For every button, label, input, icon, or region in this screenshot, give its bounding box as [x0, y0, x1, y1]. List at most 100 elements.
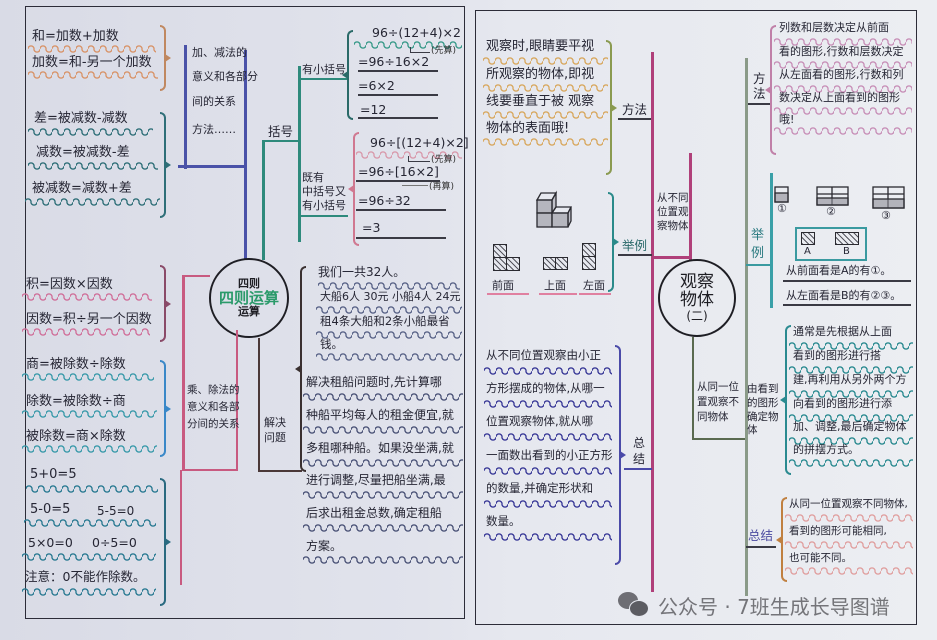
center-title-main: 物体: [680, 290, 714, 311]
step-underline: [358, 94, 438, 96]
determine-line: 建,再利用从另外两个方: [793, 373, 907, 386]
wavy-underline: [316, 331, 462, 339]
branch-line-mul-div: [182, 469, 238, 471]
calc-step: =3: [362, 220, 381, 235]
figure-label: ②: [826, 205, 836, 218]
example-line: 租4条大船和2条小船最省: [320, 314, 450, 328]
example-label: 举: [751, 228, 765, 243]
wavy-underline: [789, 366, 913, 374]
central-topic-observe-objects: 观察 物体 (二): [658, 259, 736, 337]
branch-line-brackets: [262, 140, 265, 260]
view-label-b: B: [843, 246, 850, 257]
determine-label: 由看到: [747, 383, 779, 395]
wavy-underline: [22, 445, 157, 453]
example-line: 从左面看是B的有②③。: [786, 289, 902, 302]
zero-rule: 5×0=0: [28, 535, 73, 550]
annotation-connector: [410, 47, 411, 53]
branch-line-brackets: [298, 66, 301, 242]
wavy-underline: [789, 459, 913, 467]
brace-zero-rules: [160, 478, 171, 606]
view-label-a: A: [804, 246, 811, 257]
subtraction-formula: 差=被减数-减数: [34, 111, 128, 126]
label-underline: [624, 468, 652, 470]
method-line: 解决租船问题时,先计算哪: [306, 375, 442, 389]
zero-rule: 5-0=5: [30, 502, 71, 517]
wavy-underline: [483, 84, 608, 92]
determine-label: 确定物: [747, 411, 779, 423]
zero-divisor-note: 注意：0不能作除数。: [25, 569, 146, 584]
wavy-underline: [303, 556, 463, 564]
step-underline: [358, 117, 438, 119]
problem-solving-label: 解决: [264, 416, 286, 429]
watermark-text: 公众号 · 7班生成长导图谱: [658, 595, 890, 619]
method-line: 方案。: [306, 539, 343, 553]
label-underline: [618, 118, 652, 120]
summary-line: 看到的图形可能相同,: [789, 525, 887, 537]
center-title-top: 四则: [238, 276, 260, 290]
method-line: 进行调整,尽量把船坐满,最: [306, 473, 446, 487]
branch-line-zero-rules: [180, 470, 182, 585]
brace-summary: [776, 497, 787, 582]
figure-one-icon: [774, 186, 789, 203]
method-line: 多租哪种船。如果没坐满,就: [306, 441, 454, 455]
example-line: 大船6人 30元 小船4人 24元: [320, 290, 461, 303]
same-position-label: 从同一位: [697, 381, 739, 393]
wavy-underline: [789, 390, 913, 398]
method-label: 方: [753, 71, 766, 86]
method-line: 线要垂直于被 观察: [486, 94, 595, 109]
wavy-underline: [22, 410, 157, 418]
calc-step: =96÷16×2: [358, 54, 430, 69]
wavy-underline: [484, 367, 612, 375]
branch-line-brackets: [262, 140, 299, 142]
summary-line: 从不同位置观察由小正: [486, 348, 601, 362]
wavy-underline: [483, 138, 608, 146]
branch-line-different-positions: [651, 52, 654, 592]
determine-line: 加、调整,最后确定物体: [793, 420, 907, 433]
view-label-front: 前面: [492, 279, 514, 292]
step-underline: [356, 209, 446, 211]
brace-parentheses: [342, 30, 353, 120]
method-line: 物体的表面哦!: [486, 121, 570, 136]
label-underline: [618, 254, 652, 256]
mixed-brackets-label: 有小括号: [302, 199, 346, 212]
add-sub-label: 方法……: [192, 123, 236, 136]
right-page-frame: [475, 10, 917, 625]
center-title-top: 观察: [680, 271, 714, 292]
view-label-top: 上面: [544, 279, 566, 292]
mul-div-label: 意义和各部: [187, 401, 240, 413]
wavy-underline: [483, 57, 608, 65]
annotation-connector: [408, 156, 409, 162]
zero-rule: 5-5=0: [97, 504, 135, 518]
brace-problem-solving: [295, 266, 306, 472]
parentheses-label: 有小括号: [302, 63, 346, 76]
wavy-underline: [318, 282, 460, 290]
wavy-underline: [774, 85, 912, 93]
branch-line-mul-div: [182, 275, 185, 471]
wavy-underline: [303, 393, 463, 401]
summary-label: 结: [633, 452, 646, 466]
branch-line-same-position: [745, 58, 748, 596]
wavy-underline: [354, 41, 462, 49]
wavy-underline: [789, 437, 913, 445]
central-topic-four-operations: 四则 四则运算 运算: [209, 258, 289, 338]
wavy-underline: [28, 71, 158, 79]
add-sub-label: 间的关系: [192, 95, 236, 108]
cube-stack-icon: [535, 190, 573, 228]
calc-step: =12: [360, 102, 387, 117]
front-view-square: [493, 257, 507, 271]
wavy-underline: [316, 306, 462, 314]
wavy-underline: [24, 519, 156, 527]
wavy-underline: [789, 414, 913, 422]
summary-label: 总结: [748, 528, 774, 543]
subtraction-formula: 被减数=减数+差: [32, 181, 132, 196]
wavy-underline: [22, 293, 152, 301]
branch-line-parentheses: [298, 78, 348, 80]
summary-line: 方形摆成的物体,从哪一: [486, 381, 605, 395]
method-line: 数决定从上面看到的图形: [779, 91, 900, 104]
wavy-underline: [785, 514, 913, 522]
calc-step: =96÷[16×2]: [358, 164, 439, 179]
method-label: 法: [753, 86, 766, 101]
wavy-underline: [789, 342, 913, 350]
wavy-underline: [303, 491, 463, 499]
determine-label: 的图形: [747, 397, 779, 409]
